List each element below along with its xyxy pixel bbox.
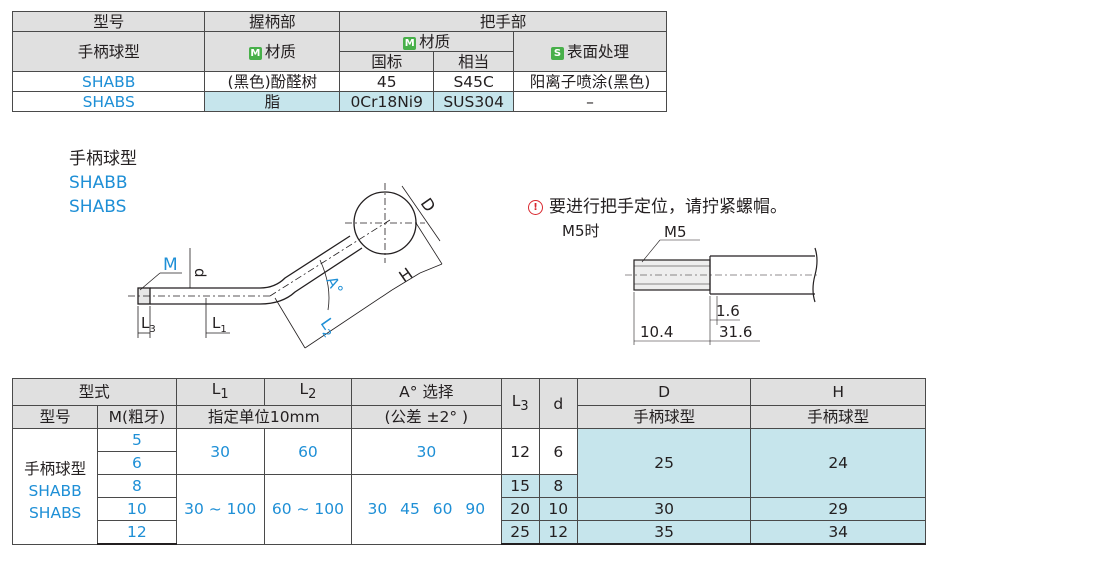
m-cell: 6 (97, 451, 177, 476)
d-cell: 8 (538, 474, 578, 499)
header-model: 型号 (11, 405, 99, 430)
surface-cell: – (513, 91, 667, 112)
header-grip: 握柄部 (204, 11, 341, 32)
header-h-type: 手柄球型 (750, 405, 926, 430)
m5-caption: M5时 (562, 222, 600, 240)
dim-l3-label: L3 (141, 314, 156, 335)
l3-cell: 20 (500, 497, 540, 522)
m5-thread-label: M5 (664, 223, 687, 241)
angle-cell: 30 (351, 428, 502, 476)
header-angle: A° 选择 (351, 377, 502, 407)
drawing-model-label: SHABS (69, 197, 127, 217)
h-cell: 29 (750, 497, 926, 522)
grip-material-label: 材质 (264, 42, 296, 61)
header-tolerance: (公差 ±2° ) (351, 405, 502, 430)
d-big-cell: 25 (576, 428, 752, 499)
header-unit: 指定单位10mm (175, 405, 353, 430)
h-cell: 24 (750, 428, 926, 499)
model-label: SHABB (28, 482, 82, 501)
header-national: 国标 (339, 51, 435, 72)
header-l3: L3 (500, 377, 540, 430)
dim-h-label: H (395, 264, 416, 286)
warning-icon: ! (528, 200, 543, 215)
header-handle: 把手部 (339, 11, 667, 32)
material-badge-icon: M (403, 36, 417, 50)
material-badge-icon: M (248, 46, 262, 60)
header-equivalent: 相当 (433, 51, 515, 72)
header-h: H (750, 377, 926, 407)
drawing-model-label: SHABB (69, 173, 128, 193)
m-cell: 8 (97, 474, 177, 499)
equivalent-cell: SUS304 (433, 91, 515, 112)
l1-cell: 30 ~ 100 (175, 474, 265, 545)
surface-label: 表面处理 (567, 42, 630, 61)
lever-drawing: M d L3 L1 L2 A° H D (128, 183, 443, 349)
header-m: M(粗牙) (97, 405, 177, 430)
size-table: 型式 L1 L2 A° 选择 L3 d D H 型号 M(粗牙) 指定单位10m… (11, 377, 926, 546)
dim-10-4-label: 10.4 (640, 323, 673, 341)
m-cell: 12 (97, 520, 177, 546)
model-cell: SHABB (11, 71, 206, 92)
header-d-big: D (576, 377, 752, 407)
m-cell: 10 (97, 497, 177, 522)
national-cell: 0Cr18Ni9 (339, 91, 435, 112)
type-cell: 手柄球型 SHABB SHABS (11, 428, 99, 545)
header-l2: L2 (263, 377, 353, 407)
model-cell: SHABS (11, 91, 206, 112)
dim-l1-label: L1 (212, 314, 227, 335)
l2-cell: 60 ~ 100 (263, 474, 353, 545)
type-label: 手柄球型 (24, 460, 87, 479)
l3-cell: 12 (500, 428, 540, 476)
header-l1: L1 (175, 377, 265, 407)
d-big-cell: 30 (576, 497, 752, 522)
d-big-cell: 35 (576, 520, 752, 546)
dim-d-label: d (191, 268, 209, 278)
model-label: SHABS (28, 504, 82, 523)
dim-m-label: M (163, 255, 178, 275)
angle-cell: 30 45 60 90 (351, 474, 502, 545)
header-type: 型式 (12, 377, 177, 407)
drawing-type-label: 手柄球型 (69, 149, 137, 169)
dim-31-6-label: 31.6 (719, 323, 752, 341)
l2-cell: 60 (263, 428, 353, 476)
h-cell: 34 (750, 520, 926, 546)
equivalent-cell: S45C (433, 71, 515, 92)
handle-material-label: 材质 (419, 32, 451, 51)
grip-material-cell: 脂 (204, 91, 341, 112)
grip-material-cell: (黑色)酚醛树 (204, 71, 341, 92)
l3-cell: 15 (500, 474, 540, 499)
dim-1-6-label: 1.6 (716, 302, 740, 320)
d-cell: 6 (538, 428, 578, 476)
positioning-note-text: 要进行把手定位，请拧紧螺帽。 (549, 197, 787, 217)
national-cell: 45 (339, 71, 435, 92)
surface-badge-icon: S (551, 46, 565, 60)
header-model: 型号 (11, 11, 206, 32)
header-d-type: 手柄球型 (576, 405, 752, 430)
d-cell: 12 (538, 520, 578, 546)
dim-l2-label: L2 (314, 314, 341, 340)
header-type: 手柄球型 (11, 31, 206, 72)
surface-cell: 阳离子喷涂(黑色) (513, 71, 667, 92)
l1-cell: 30 (175, 428, 265, 476)
l3-cell: 25 (500, 520, 540, 546)
header-d: d (538, 377, 578, 430)
d-cell: 10 (538, 497, 578, 522)
m5-detail-drawing: M5 1.6 10.4 31.6 (625, 223, 820, 345)
positioning-note: ! 要进行把手定位，请拧紧螺帽。 (528, 192, 787, 217)
m-cell: 5 (97, 428, 177, 453)
